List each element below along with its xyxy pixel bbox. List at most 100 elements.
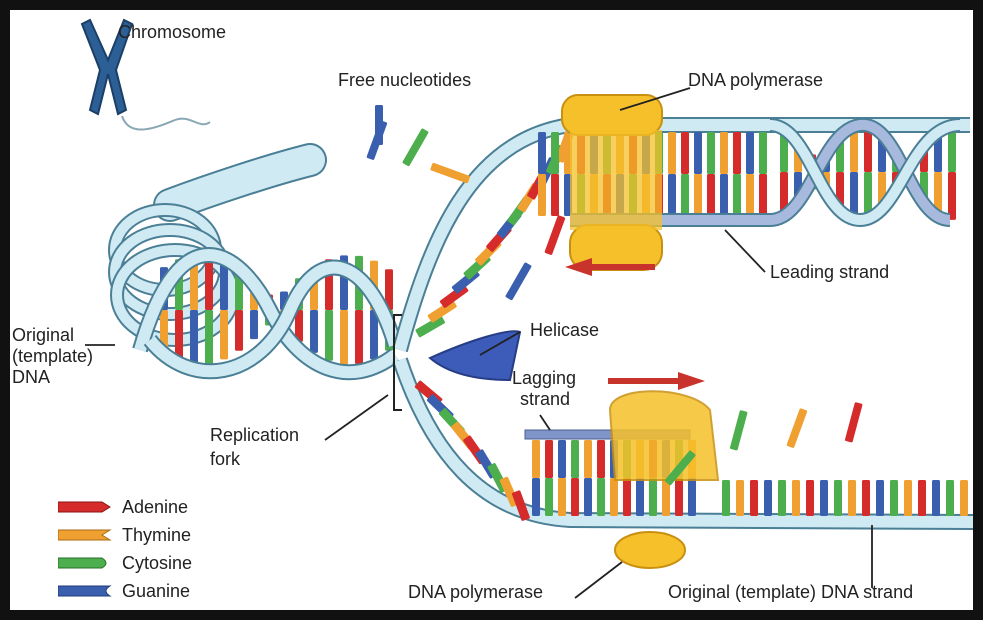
base-pair-bottom	[205, 310, 213, 365]
template-base	[960, 480, 968, 516]
dna-polymerase-bottom-label: DNA polymerase	[408, 582, 544, 602]
lagging-strand-bases	[532, 440, 696, 516]
base-pair-bottom	[235, 310, 243, 351]
legend-label: Adenine	[122, 496, 189, 517]
template-base	[890, 480, 898, 516]
template-base	[750, 480, 758, 516]
template-base	[946, 480, 954, 516]
template-base	[571, 478, 579, 516]
template-base	[681, 132, 689, 174]
leading-direction-arrow	[565, 258, 655, 276]
original-dna-label-line1: Original	[12, 325, 75, 345]
new-base	[707, 174, 715, 216]
base-pair-bottom	[934, 172, 942, 214]
template-base	[746, 132, 754, 174]
template-base	[806, 480, 814, 516]
replication-fork-label-line1: Replication	[210, 425, 300, 445]
diagram-canvas	[80, 18, 973, 599]
free-nucleotide	[375, 105, 383, 145]
base-pair-top	[205, 255, 213, 310]
free-nucleotides	[366, 105, 863, 486]
original-template-strand-label: Original (template) DNA strand	[668, 582, 914, 602]
template-base	[932, 480, 940, 516]
base-pair-bottom	[250, 310, 258, 340]
base-pair-top	[850, 126, 858, 172]
template-base	[551, 132, 559, 174]
new-base	[733, 174, 741, 216]
daughter-helix-backbone	[768, 117, 961, 228]
parental-helix-backbone	[132, 247, 403, 381]
base-pair-bottom	[850, 172, 858, 218]
free-nucleotide	[664, 450, 696, 486]
legend-label: Guanine	[122, 580, 191, 601]
new-base	[668, 174, 676, 216]
template-base	[688, 478, 696, 516]
template-base	[862, 480, 870, 516]
template-base	[759, 132, 767, 174]
original-dna-label-line2: (template)	[12, 346, 94, 366]
new-base	[694, 174, 702, 216]
template-base	[733, 132, 741, 174]
template-base	[736, 480, 744, 516]
base-pair-bottom	[370, 310, 378, 360]
new-base	[720, 174, 728, 216]
exposed-base	[427, 299, 457, 323]
base-pair-bottom	[295, 310, 303, 342]
template-base	[584, 478, 592, 516]
base-pair-top	[948, 124, 956, 172]
new-base	[681, 174, 689, 216]
template-base	[610, 478, 618, 516]
leading-strand-label: Leading strand	[770, 262, 890, 282]
template-base	[558, 478, 566, 516]
template-base	[694, 132, 702, 174]
chromatin-fiber	[121, 115, 211, 131]
dna-polymerase-bottom-icon	[608, 390, 720, 569]
base-pair-top	[190, 255, 198, 310]
template-base	[668, 132, 676, 174]
lower-template-backbone	[392, 357, 973, 530]
template-base	[707, 132, 715, 174]
new-base	[746, 174, 754, 216]
chromatin-tube	[155, 145, 325, 220]
template-base	[876, 480, 884, 516]
legend-item-adenine: Adenine	[58, 496, 188, 518]
legend-item-thymine: Thymine	[58, 524, 191, 546]
lagging-strand-label-line1: Lagging	[512, 368, 577, 388]
lower-template-bases	[722, 480, 968, 516]
upper-template-backbone	[392, 117, 970, 353]
lagging-base	[571, 440, 579, 478]
lagging-base	[545, 440, 553, 478]
dna-polymerase-top-label: DNA polymerase	[688, 70, 824, 90]
legend-label: Thymine	[122, 524, 192, 545]
lagging-strand-label-line2: strand	[520, 389, 571, 409]
original-dna-label-line3: DNA	[12, 367, 51, 387]
exposed-base	[415, 315, 445, 338]
replication-fork-label-line2: fork	[210, 449, 241, 469]
free-nucleotide	[729, 410, 748, 451]
free-nucleotide	[844, 402, 863, 443]
base-pair-bottom	[864, 172, 872, 220]
base-pair-bottom	[948, 172, 956, 220]
template-base	[720, 132, 728, 174]
helicase-label: Helicase	[530, 320, 600, 340]
base-pair-top	[864, 124, 872, 172]
dna-polymerase-top-icon	[561, 94, 663, 271]
base-pair-top	[385, 269, 393, 310]
adenine-icon	[58, 501, 111, 513]
base-pair-bottom	[355, 310, 363, 365]
template-base	[675, 478, 683, 516]
template-base	[545, 478, 553, 516]
lagging-direction-arrow	[608, 372, 705, 390]
lagging-base	[532, 440, 540, 478]
base-pair-top	[220, 260, 228, 310]
template-base	[904, 480, 912, 516]
template-base	[792, 480, 800, 516]
base-pair-bottom	[310, 310, 318, 353]
template-base	[764, 480, 772, 516]
lagging-base	[597, 440, 605, 478]
free-nucleotides-label: Free nucleotides	[338, 70, 472, 90]
dna-replication-diagram: Chromosome Free nucleotides DNA polymera…	[10, 10, 973, 610]
template-base	[597, 478, 605, 516]
lagging-base	[584, 440, 592, 478]
